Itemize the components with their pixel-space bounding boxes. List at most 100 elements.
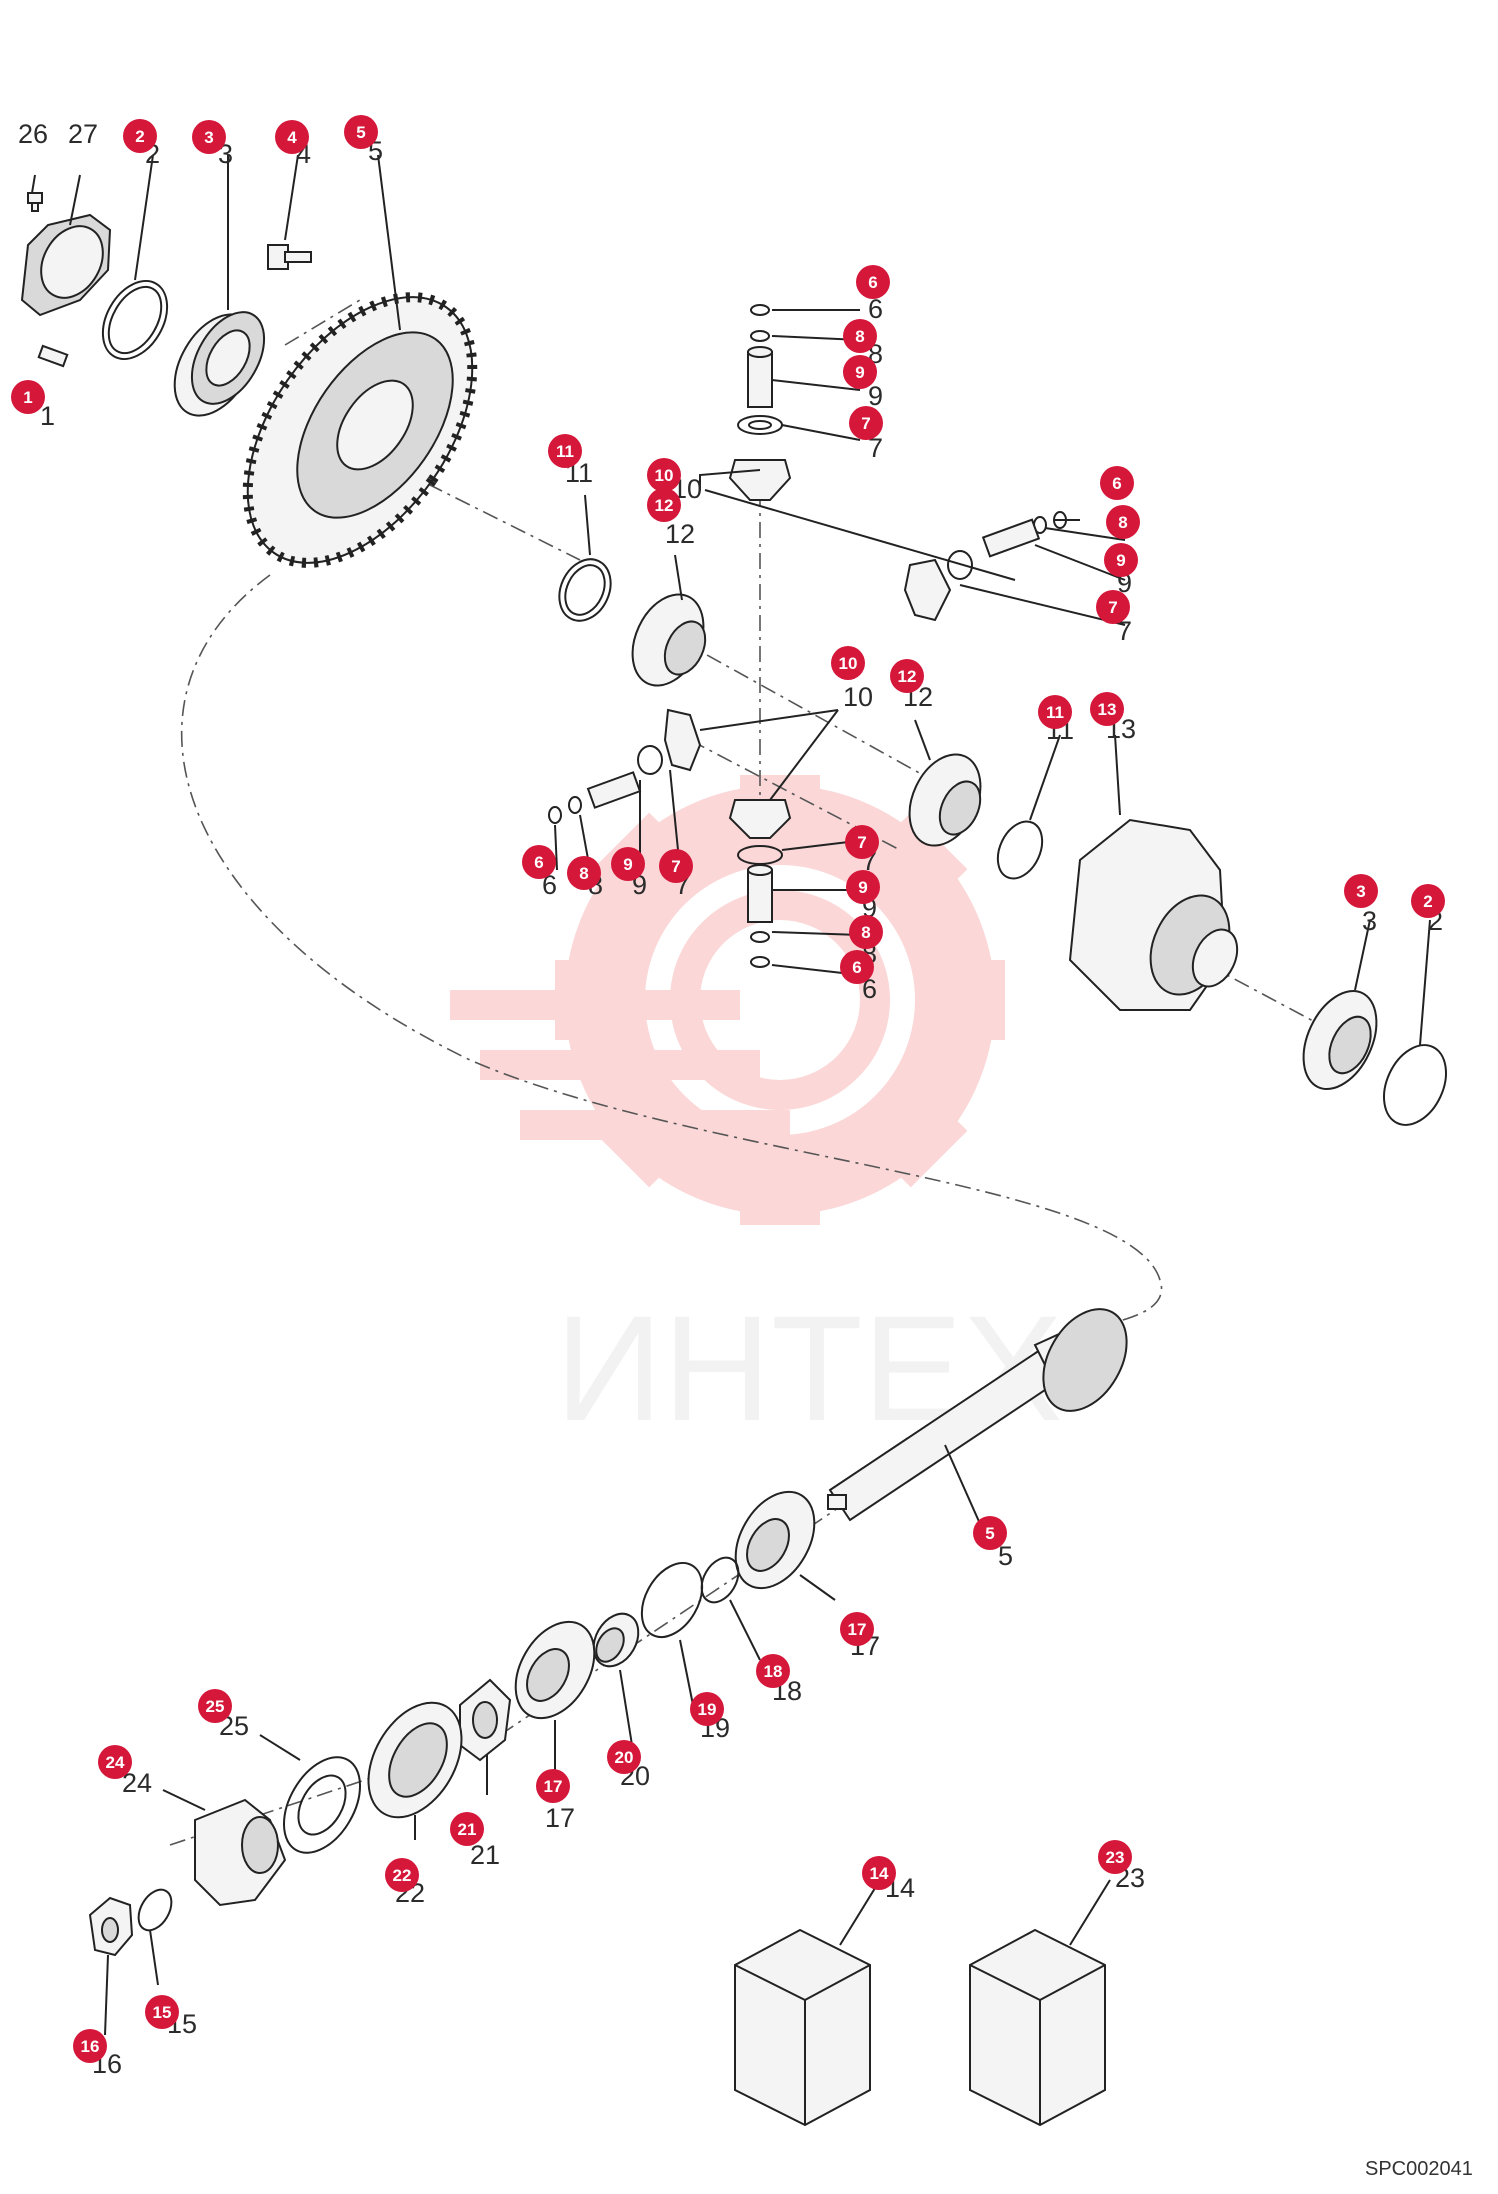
callout-badge-number-24: 24 <box>106 1753 125 1772</box>
callout-badge-15 <box>145 1995 179 2029</box>
callout-badge-9 <box>1104 543 1138 577</box>
callout-badge-number-19: 19 <box>698 1700 717 1719</box>
callout-9: 99 <box>611 847 647 900</box>
leader-lines <box>31 154 1431 2036</box>
callout-badge-number-8: 8 <box>855 327 864 346</box>
callout-badge-24 <box>98 1745 132 1779</box>
callout-26: 26 <box>18 119 48 149</box>
callout-badge-number-3: 3 <box>204 128 213 147</box>
callout-badge-number-5: 5 <box>985 1524 994 1543</box>
callout-badge-6 <box>522 845 556 879</box>
callout-badge-14 <box>862 1856 896 1890</box>
callout-label-7: 7 <box>1117 616 1132 646</box>
callout-2: 22 <box>123 119 160 169</box>
callout-badge-number-13: 13 <box>1098 700 1117 719</box>
callout-badge-number-10: 10 <box>839 654 858 673</box>
callout-badge-19 <box>690 1692 724 1726</box>
callout-8: 88 <box>567 856 603 900</box>
callout-badge-number-9: 9 <box>623 855 632 874</box>
callout-badge-8 <box>1106 505 1140 539</box>
callout-badge-18 <box>756 1654 790 1688</box>
callout-badge-25 <box>198 1689 232 1723</box>
callout-badge-number-18: 18 <box>764 1662 783 1681</box>
callout-badge-16 <box>73 2029 107 2063</box>
callout-5: 55 <box>973 1516 1013 1571</box>
callout-badge-number-9: 9 <box>858 878 867 897</box>
callout-badge-number-14: 14 <box>870 1864 889 1883</box>
callout-badge-7 <box>845 825 879 859</box>
callout-badge-6 <box>1100 466 1134 500</box>
part-14-kit-box <box>734 1928 871 2127</box>
callout-badge-3 <box>192 120 226 154</box>
callout-badge-number-1: 1 <box>23 388 32 407</box>
callout-badge-number-25: 25 <box>206 1697 225 1716</box>
callout-badge-2 <box>123 119 157 153</box>
callout-4: 44 <box>275 120 311 169</box>
part-6-ring-lower <box>750 956 770 968</box>
callout-7: 77 <box>1096 590 1132 646</box>
callout-8: 88 <box>843 319 883 369</box>
part-left-pinion-assembly <box>548 708 702 824</box>
callout-badge-number-21: 21 <box>458 1820 477 1839</box>
part-25-dust-shield <box>283 1756 361 1854</box>
callout-badge-number-7: 7 <box>671 857 680 876</box>
part-7-washer-upper <box>737 415 783 435</box>
callout-badge-number-4: 4 <box>287 128 297 147</box>
callout-8: 88 <box>1106 505 1140 539</box>
callout-badge-8 <box>849 915 883 949</box>
callout-badge-number-7: 7 <box>1108 598 1117 617</box>
callout-badge-4 <box>275 120 309 154</box>
part-22-seal <box>367 1701 463 1819</box>
part-23-kit-box <box>969 1928 1106 2127</box>
callout-label-10: 10 <box>843 682 873 712</box>
callout-badge-number-2: 2 <box>135 127 144 146</box>
callout-label-9: 9 <box>868 381 883 411</box>
part-2-snap-ring-right <box>1383 1044 1447 1126</box>
callout-badge-number-6: 6 <box>868 273 877 292</box>
part-9-shaft-upper <box>747 346 773 408</box>
part-18-snap-ring <box>700 1556 740 1604</box>
callout-2: 22 <box>1411 884 1445 936</box>
callout-6: 66 <box>840 950 877 1004</box>
callout-label-21: 21 <box>470 1840 500 1870</box>
callout-label-27: 27 <box>68 119 98 149</box>
callout-badge-1 <box>11 380 45 414</box>
callout-badge-11 <box>1038 695 1072 729</box>
callout-badge-5 <box>973 1516 1007 1550</box>
callout-label-6: 6 <box>868 294 883 324</box>
callout-badge-number-11: 11 <box>1046 703 1064 722</box>
part-4-bolt <box>267 244 312 270</box>
callout-badge-20 <box>607 1740 641 1774</box>
callout-label-3: 3 <box>1362 906 1377 936</box>
callout-6: 66 <box>1100 466 1134 503</box>
part-10-pinion-upper <box>728 459 792 501</box>
callout-badge-12 <box>647 488 681 522</box>
callout-badge-9 <box>846 870 880 904</box>
part-21-nut <box>459 1678 512 1762</box>
callout-badge-8 <box>843 319 877 353</box>
callout-badge-5 <box>344 115 378 149</box>
part-16-nut <box>88 1896 134 1957</box>
callout-badge-number-17: 17 <box>544 1777 563 1796</box>
callout-label-5: 5 <box>998 1541 1013 1571</box>
callout-badge-8 <box>567 856 601 890</box>
part-12-side-gear-lower <box>908 753 982 847</box>
part-11-thrust-washer-right <box>996 820 1044 880</box>
callout-badge-number-17: 17 <box>848 1620 867 1639</box>
callout-badge-11 <box>548 434 582 468</box>
callout-badge-number-6: 6 <box>852 958 861 977</box>
callout-6: 66 <box>856 265 890 324</box>
callout-badge-7 <box>849 406 883 440</box>
callout-badge-9 <box>843 355 877 389</box>
